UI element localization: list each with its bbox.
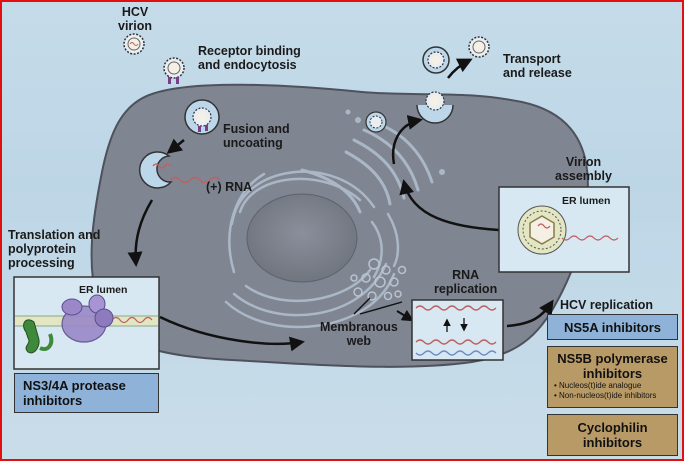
green-protein [23, 319, 40, 354]
membranous-web-pointer-2 [359, 301, 403, 315]
cyclophilin-inhibitors-label: Cyclophilin inhibitors [577, 420, 648, 450]
cyclophilin-inhibitors-box: Cyclophilin inhibitors [547, 414, 678, 456]
ns5a-inhibitors-label: NS5A inhibitors [563, 320, 662, 335]
receptor-bound-virion [163, 57, 185, 84]
membranous-web-vesicles [350, 258, 407, 301]
ns5b-inhibitors-label: NS5B polymerase inhibitors [557, 351, 668, 381]
nucleus [246, 193, 358, 283]
ns5b-inhibitors-box: NS5B polymerase inhibitors Nucleos(t)ide… [547, 346, 678, 408]
label-receptor-binding: Receptor binding and endocytosis [198, 44, 301, 72]
arrow-endocytosis-to-uncoating [166, 138, 185, 154]
ns5b-item-non-nucleoside: Non-nucleos(t)ide inhibitors [554, 391, 677, 401]
label-positive-rna: (+) RNA [206, 180, 253, 194]
label-hcv-replication: HCV replication [560, 298, 654, 312]
label-transport-release: Transport and release [503, 52, 572, 80]
label-translation: Translation and polyprotein processing [8, 228, 101, 270]
budding-virion [422, 46, 450, 74]
ns5a-inhibitors-box: NS5A inhibitors [547, 314, 678, 340]
er-lumen-translation-panel [13, 276, 160, 370]
label-rna-replication: RNA replication [434, 268, 498, 296]
virion-assembly-panel [498, 186, 630, 273]
ns5b-item-nucleoside: Nucleos(t)ide analogue [554, 381, 677, 391]
uncoating-vesicle [138, 151, 173, 189]
arrow-replication-to-hcv-replication [506, 299, 554, 328]
arrow-web-to-replication [396, 309, 415, 322]
arrow-to-transport [447, 58, 473, 79]
arrow-rna-to-translation [127, 199, 154, 267]
ns5b-item-list: Nucleos(t)ide analogue Non-nucleos(t)ide… [548, 381, 677, 401]
label-membranous-web: Membranous web [320, 320, 398, 348]
label-er-lumen-right: ER lumen [562, 195, 611, 207]
positive-rna-strand [169, 176, 221, 184]
label-fusion-uncoating: Fusion and uncoating [223, 122, 290, 150]
ns34a-inhibitors-label: NS3/4A protease inhibitors [23, 378, 126, 408]
label-hcv-virion: HCV virion [118, 5, 153, 33]
rna-replication-panel [411, 299, 504, 361]
arrow-golgi-to-release [391, 115, 423, 165]
hcv-virion-icon [123, 33, 145, 55]
release-vesicle [416, 91, 454, 124]
transport-vesicle [365, 111, 387, 133]
released-virion [468, 36, 490, 58]
arrow-translation-to-replication [159, 315, 305, 352]
membranous-web-pointer-1 [353, 297, 371, 315]
arrow-assembly-up [399, 179, 500, 232]
endosome [184, 99, 220, 135]
ns34a-inhibitors-box: NS3/4A protease inhibitors [14, 373, 159, 413]
label-virion-assembly: Virion assembly [555, 155, 612, 183]
endoplasmic-reticulum [224, 170, 400, 329]
label-er-lumen-left: ER lumen [79, 284, 128, 296]
